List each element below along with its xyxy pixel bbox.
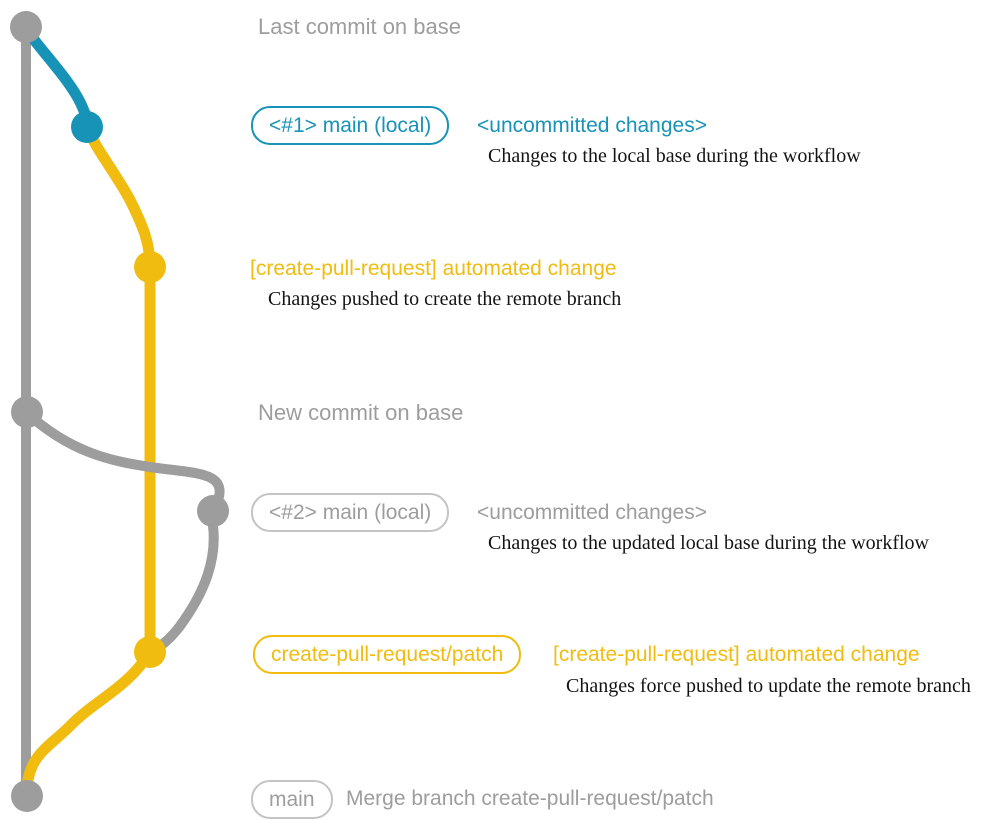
commit-dot-last-base <box>10 11 42 43</box>
automated-change-label-2: [create-pull-request] automated change <box>553 643 920 666</box>
commit-dot-local-1 <box>71 111 103 143</box>
local-changes-description-1: Changes to the local base during the wor… <box>488 145 861 167</box>
uncommitted-changes-label-1: <uncommitted changes> <box>477 114 707 137</box>
branch-pill-create-pull-request-patch: create-pull-request/patch <box>253 635 522 674</box>
last-commit-label: Last commit on base <box>258 14 461 39</box>
automated-change-label-1: [create-pull-request] automated change <box>250 257 617 280</box>
commit-dot-automated-change-2 <box>134 636 166 668</box>
branch-pill-main-local-1: <#1> main (local) <box>251 106 450 145</box>
uncommitted-changes-label-2: <uncommitted changes> <box>477 501 707 524</box>
commit-graph <box>10 11 229 812</box>
local-changes-branch-line <box>20 23 93 133</box>
local-changes-description-2: Changes to the updated local base during… <box>488 532 929 554</box>
branch-pill-main-final: main <box>251 780 333 819</box>
branch-pill-main-local-2: <#2> main (local) <box>251 493 450 532</box>
pushed-description: Changes pushed to create the remote bran… <box>268 288 622 310</box>
commit-dot-merge <box>11 780 43 812</box>
commit-dot-local-2 <box>197 495 229 527</box>
new-commit-label: New commit on base <box>258 400 464 425</box>
merge-commit-label: Merge branch create-pull-request/patch <box>346 787 714 810</box>
updated-local-branch-line <box>22 408 225 656</box>
commit-dot-new-base <box>11 396 43 428</box>
force-pushed-description: Changes force pushed to update the remot… <box>566 675 971 697</box>
commit-dot-automated-change-1 <box>134 251 166 283</box>
